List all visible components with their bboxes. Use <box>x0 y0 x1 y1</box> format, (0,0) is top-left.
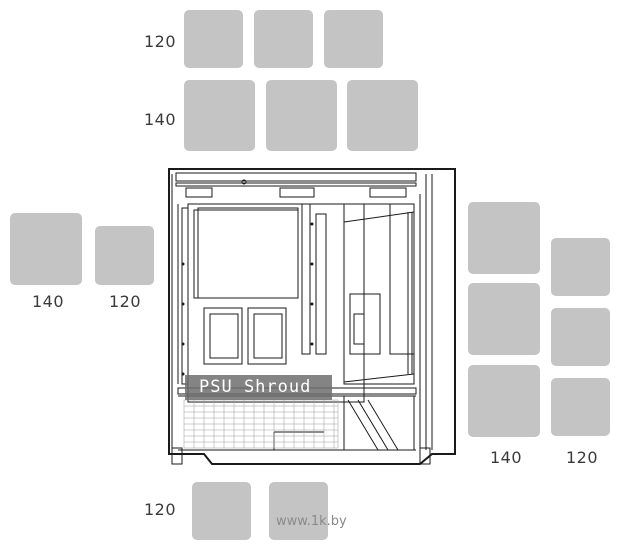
fan-bottom-120-2 <box>269 482 328 540</box>
fan-side-140-1 <box>468 202 540 274</box>
fan-top-120-2 <box>254 10 313 68</box>
fan-front-120 <box>95 226 154 285</box>
fan-side-120-1 <box>551 238 610 296</box>
fan-side-120-3 <box>551 378 610 436</box>
fan-top-140-2 <box>266 80 337 151</box>
watermark-text: www.1k.by <box>276 514 347 529</box>
fan-top-120-3 <box>324 10 383 68</box>
front-120-label: 120 <box>109 292 142 311</box>
fan-front-140 <box>10 213 82 285</box>
bottom-120-label: 120 <box>144 500 177 519</box>
side-120-label: 120 <box>566 448 599 467</box>
fan-top-120-1 <box>184 10 243 68</box>
case-side-view-drawing <box>168 168 456 465</box>
side-140-label: 140 <box>490 448 523 467</box>
top-120-label: 120 <box>144 32 177 51</box>
psu-shroud-label: PSU Shroud <box>185 375 332 400</box>
fan-top-140-3 <box>347 80 418 151</box>
fan-side-120-2 <box>551 308 610 366</box>
fan-top-140-1 <box>184 80 255 151</box>
fan-side-140-3 <box>468 365 540 437</box>
fan-bottom-120-1 <box>192 482 251 540</box>
fan-side-140-2 <box>468 283 540 355</box>
front-140-label: 140 <box>32 292 65 311</box>
top-140-label: 140 <box>144 110 177 129</box>
